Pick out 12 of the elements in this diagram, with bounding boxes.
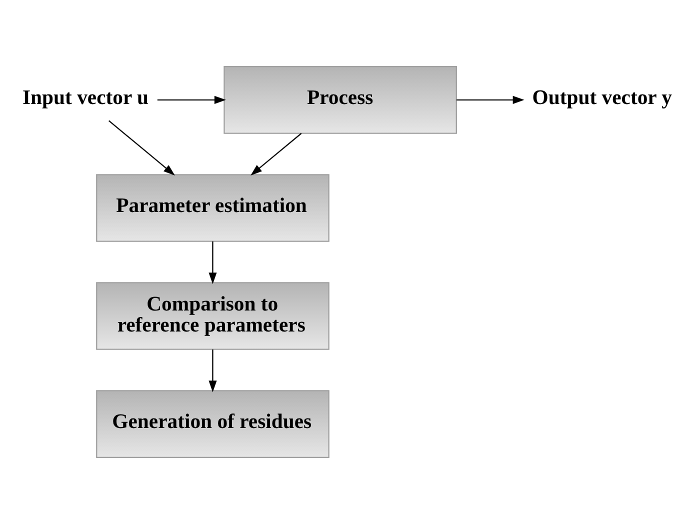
node-box: Comparison to reference parameters — [96, 282, 330, 350]
arrow — [208, 240, 217, 284]
arrow — [456, 95, 524, 104]
node-box: Process — [224, 66, 457, 134]
node-box: Parameter estimation — [96, 174, 330, 242]
arrow — [157, 95, 226, 104]
node-text: Output vector y — [532, 86, 672, 108]
arrow — [208, 348, 217, 392]
arrow — [250, 132, 302, 175]
node-text: Input vector u — [22, 86, 148, 108]
node-box: Generation of residues — [96, 390, 330, 458]
arrow — [108, 120, 175, 176]
